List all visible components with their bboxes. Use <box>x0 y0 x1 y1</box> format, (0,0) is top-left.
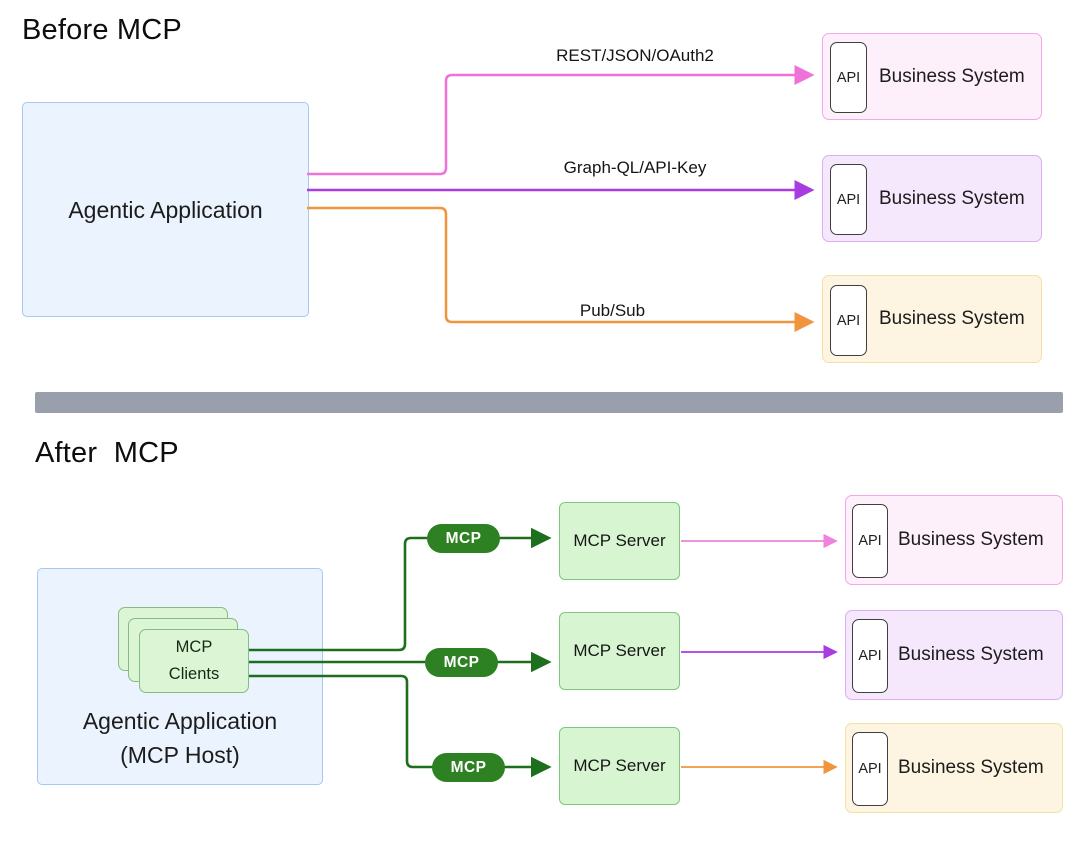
agentic-application-box: Agentic Application <box>22 102 309 317</box>
api-label: API <box>836 69 861 86</box>
api-label: API <box>836 312 861 329</box>
api-chip: API <box>852 504 888 578</box>
business-system-label: Business System <box>898 644 1044 665</box>
after-mcp-title: After MCP <box>35 437 179 469</box>
api-label: API <box>836 191 861 208</box>
mcp-host-label-line2: (MCP Host) <box>120 742 240 768</box>
section-divider-bar <box>35 392 1063 413</box>
mcp-pill-row1: MCP <box>427 524 500 553</box>
mcp-clients-label-line1: MCP <box>175 638 213 656</box>
business-system-label: Business System <box>898 529 1044 550</box>
api-label: API <box>858 648 882 664</box>
api-label: API <box>858 533 882 549</box>
mcp-pill-label: MCP <box>443 653 480 671</box>
mcp-clients-label-line2: Clients <box>168 665 220 683</box>
mcp-server-box-row3: MCP Server <box>559 727 680 805</box>
mcp-clients-card: MCP Clients <box>139 629 249 693</box>
mcp-server-label: MCP Server <box>573 531 666 550</box>
mcp-server-label: MCP Server <box>573 756 666 775</box>
api-chip: API <box>852 732 888 806</box>
mcp-pill-label: MCP <box>450 758 487 776</box>
business-system-label: Business System <box>879 308 1025 329</box>
connection-label-pubsub: Pub/Sub <box>579 301 646 320</box>
mcp-server-label: MCP Server <box>573 641 666 660</box>
api-chip: API <box>830 42 867 113</box>
mcp-pill-row2: MCP <box>425 648 498 677</box>
api-chip: API <box>852 619 888 693</box>
agentic-application-label: Agentic Application <box>68 196 263 223</box>
mcp-server-box-row2: MCP Server <box>559 612 680 690</box>
mcp-pill-label: MCP <box>445 529 482 547</box>
business-system-label: Business System <box>879 187 1025 209</box>
api-chip: API <box>830 164 867 235</box>
api-label: API <box>858 761 882 777</box>
mcp-pill-row3: MCP <box>432 753 505 782</box>
mcp-host-label-line1: Agentic Application <box>82 708 278 734</box>
connection-label-graphql: Graph-QL/API-Key <box>563 158 707 177</box>
before-mcp-title: Before MCP <box>22 14 182 46</box>
business-system-label: Business System <box>879 65 1025 87</box>
api-chip: API <box>830 285 867 356</box>
business-system-label: Business System <box>898 757 1044 778</box>
mcp-server-box-row1: MCP Server <box>559 502 680 580</box>
connection-label-rest: REST/JSON/OAuth2 <box>556 46 714 65</box>
